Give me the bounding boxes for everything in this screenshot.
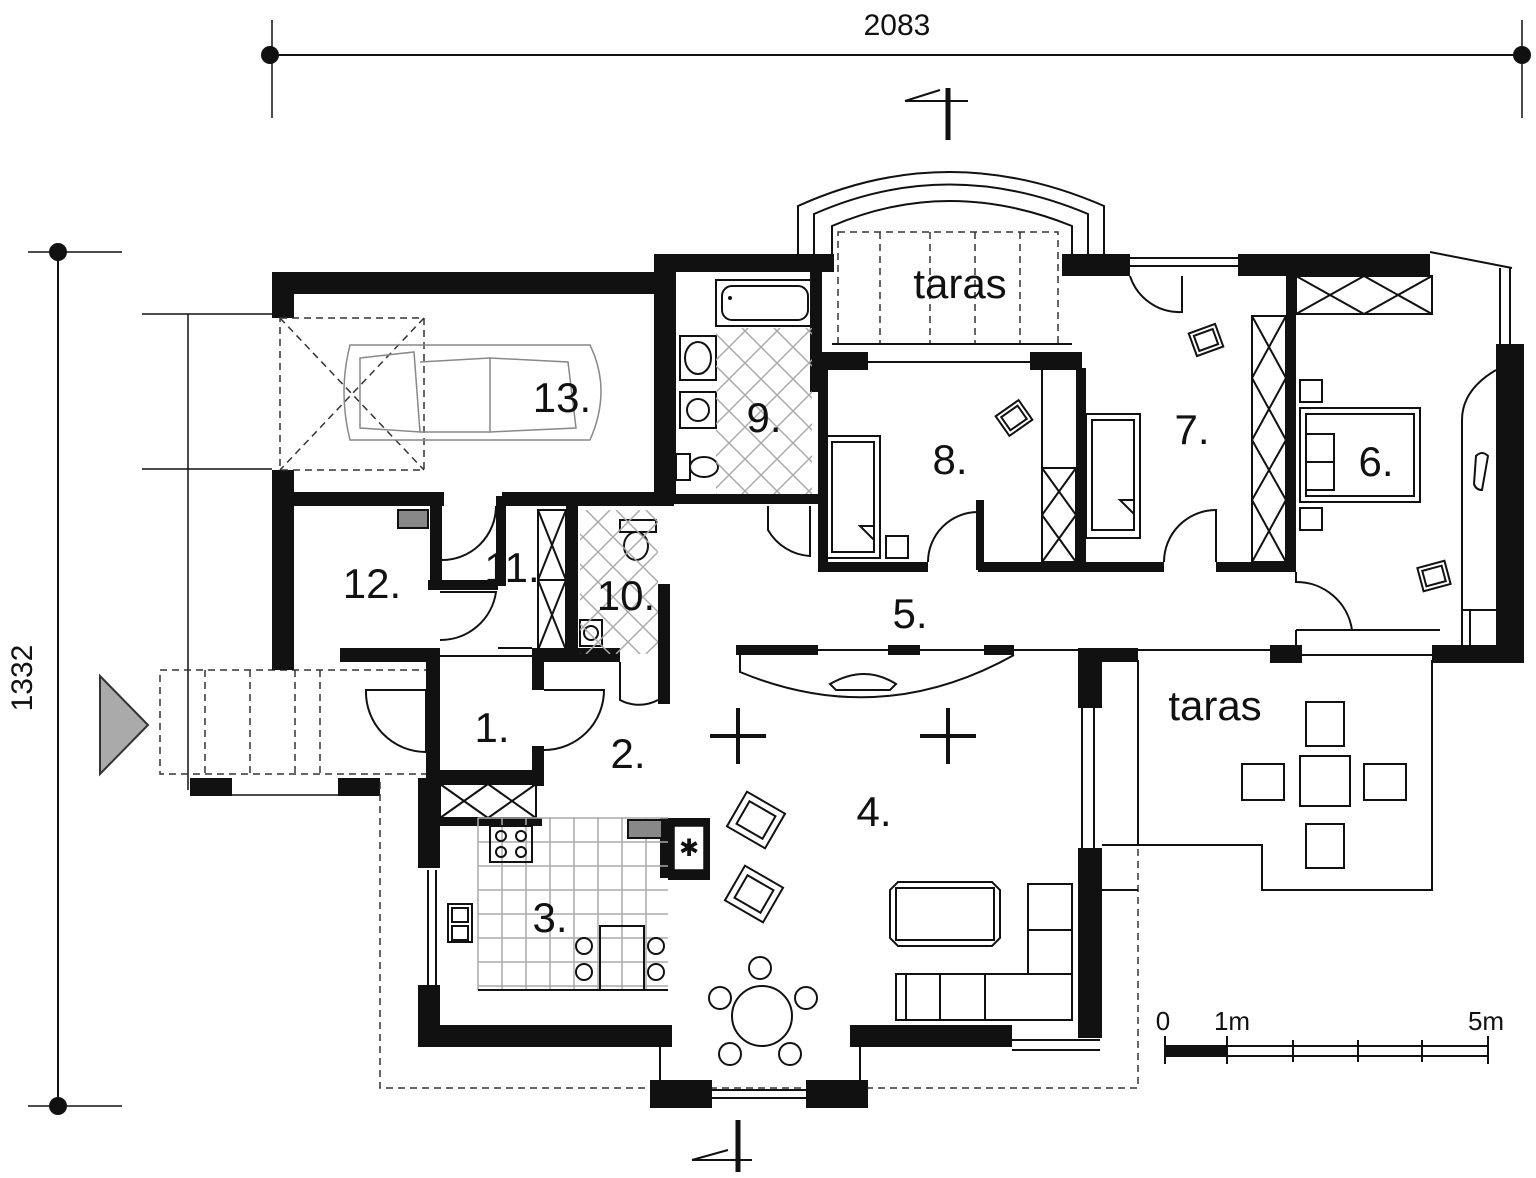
kitchen-fixtures: ✱ bbox=[447, 817, 710, 991]
doors bbox=[364, 275, 1353, 754]
section-marker-bottom bbox=[691, 1120, 752, 1172]
room-4-label: 4. bbox=[856, 788, 891, 835]
room-1-label: 1. bbox=[474, 704, 509, 751]
north-terrace: taras bbox=[797, 171, 1105, 345]
room-labels: 1. 2. 3. 4. 5. 6. 7. 8. 9. 10. 11. 12. 1… bbox=[343, 374, 1394, 941]
exterior-walls bbox=[272, 254, 1524, 1108]
thin-lines bbox=[279, 251, 1513, 1099]
bathroom-9-fixtures bbox=[675, 279, 815, 494]
room-9-label: 9. bbox=[746, 394, 781, 441]
width-label: 2083 bbox=[864, 9, 931, 42]
scale-zero-label: 0 bbox=[1156, 1006, 1170, 1036]
room-2-label: 2. bbox=[610, 730, 645, 777]
room-13-label: 13. bbox=[533, 374, 591, 421]
scale-bar: 0 1m 5m bbox=[1156, 1006, 1504, 1064]
utility-fixtures bbox=[397, 509, 567, 651]
dimension-width: 2083 bbox=[261, 9, 1531, 118]
terrace-east-label: taras bbox=[1168, 682, 1261, 729]
wc-10-fixtures bbox=[579, 510, 658, 654]
scale-5m-label: 5m bbox=[1468, 1006, 1504, 1036]
room-3-label: 3. bbox=[532, 894, 567, 941]
room-7-label: 7. bbox=[1174, 406, 1209, 453]
dimension-height: 1332 bbox=[6, 243, 122, 1115]
room-11-label: 11. bbox=[484, 544, 539, 591]
wardrobes bbox=[439, 275, 1433, 819]
entrance-arrow-icon bbox=[99, 673, 150, 777]
room-5-label: 5. bbox=[892, 590, 927, 637]
room-6-label: 6. bbox=[1358, 438, 1393, 485]
room-8-label: 8. bbox=[932, 436, 967, 483]
room-12-label: 12. bbox=[343, 560, 401, 607]
plus-markers bbox=[710, 708, 976, 764]
height-label: 1332 bbox=[6, 645, 39, 712]
room-10-label: 10. bbox=[597, 572, 655, 619]
scale-1m-label: 1m bbox=[1214, 1006, 1250, 1036]
section-marker-top bbox=[904, 88, 968, 140]
roof-outline bbox=[379, 660, 1139, 1089]
east-terrace: taras bbox=[1102, 660, 1433, 891]
bedroom-furniture bbox=[825, 322, 1497, 645]
terrace-north-label: taras bbox=[913, 260, 1006, 307]
car-icon bbox=[279, 317, 602, 471]
svg-text:✱: ✱ bbox=[679, 834, 699, 862]
living-furniture bbox=[708, 790, 1073, 1066]
